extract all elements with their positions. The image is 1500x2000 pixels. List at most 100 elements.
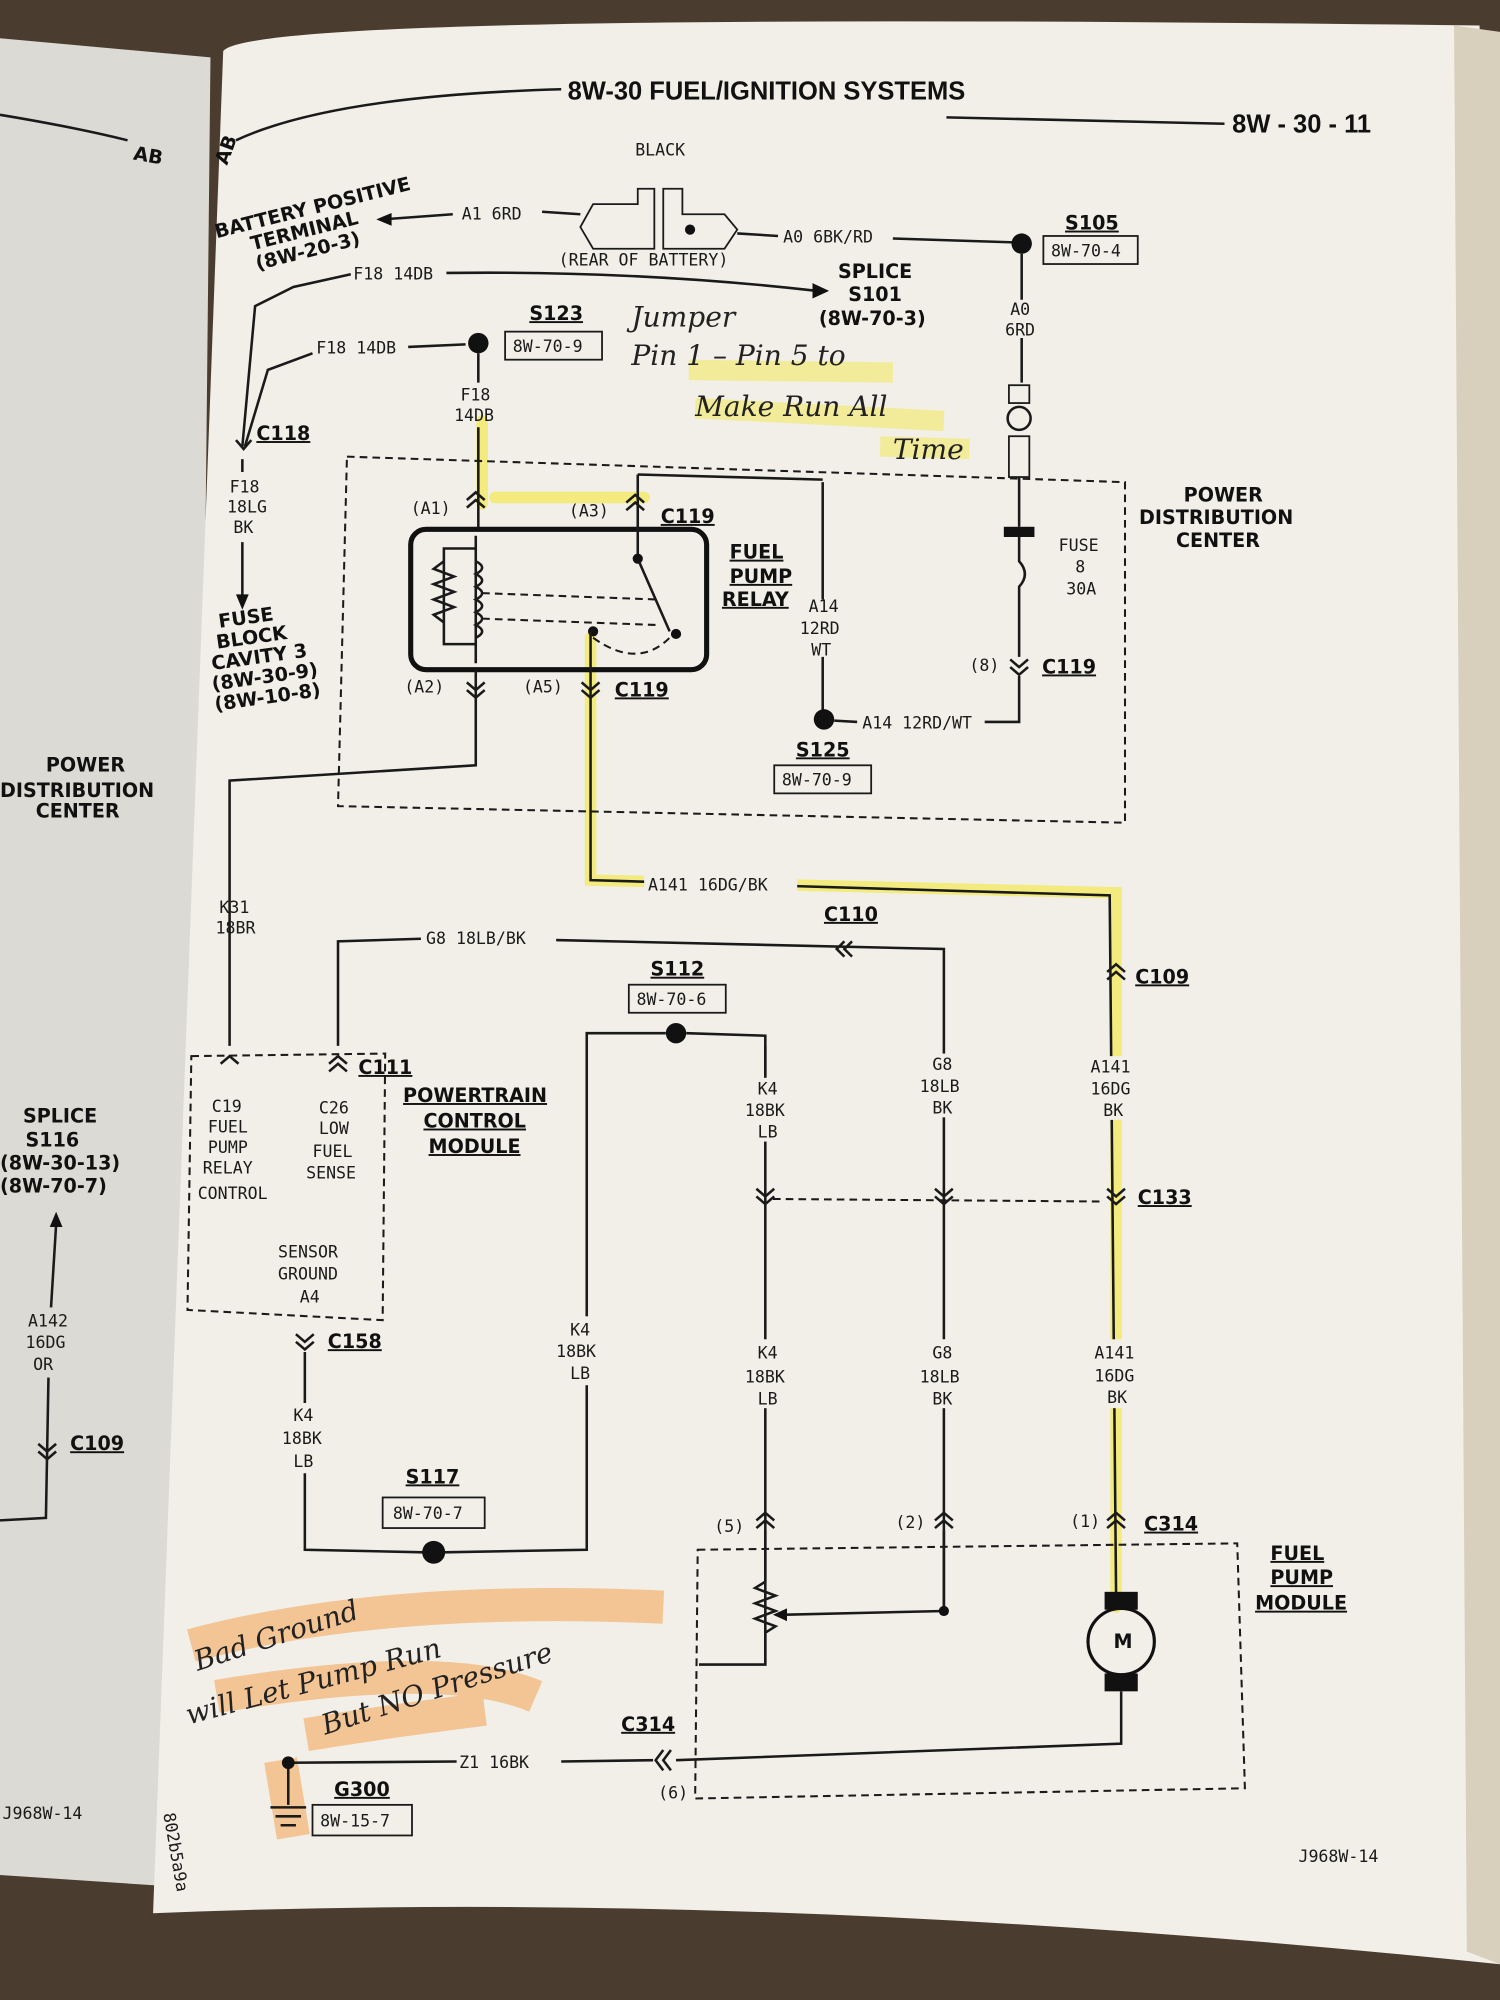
s101-label: (8W-70-3) [819,307,926,330]
footer-code: J968W-14 [1298,1847,1378,1866]
svg-text:SENSOR: SENSOR [278,1243,338,1262]
wire-a141: 16DG [1094,1366,1134,1385]
left-splice-label: SPLICE [23,1104,97,1127]
pin-5: (5) [714,1517,744,1536]
relay-label: PUMP [730,565,793,588]
c119-label: C119 [661,505,715,528]
pcm-sensor-ground: SENSOR GROUND A4 [278,1243,338,1307]
svg-text:FUEL: FUEL [313,1142,353,1161]
splice-s112-dot [665,1022,687,1044]
wire-f18-down: 18LG [227,498,267,517]
svg-text:GROUND: GROUND [278,1264,338,1283]
wire-k4: K4 [293,1406,313,1425]
splice-s125-dot [813,709,835,730]
pcm-label: POWERTRAIN [403,1084,547,1107]
wire-g8: BK [932,1389,952,1408]
pcm-pin-c19: C19 FUEL PUMP RELAY CONTROL [198,1097,268,1203]
right-page [153,21,1500,1965]
s105-label: S105 [1065,212,1119,235]
wire-g8-horiz: G8 18LB/BK [426,929,526,948]
pcm-label: CONTROL [423,1110,526,1133]
c109-label: C109 [1135,965,1189,988]
wire-f18-mid: F18 14DB [316,338,396,357]
page-number: 8W - 30 - 11 [1232,111,1371,139]
c110-label: C110 [824,903,878,926]
wire-g8: 18LB [920,1077,960,1096]
left-splice-label: (8W-70-7) [0,1175,107,1198]
wire-a141: BK [1107,1388,1127,1407]
wire-g8: BK [932,1099,952,1118]
s125-label: S125 [796,738,850,761]
relay-label: FUEL [730,541,784,564]
wire-k4: 18BK [556,1342,596,1361]
svg-text:Make Run All: Make Run All [694,390,887,423]
wire-g8: G8 [932,1055,952,1074]
s123-label: S123 [529,302,583,325]
s112-label: S112 [651,958,705,981]
wire-f18-down: BK [233,518,253,537]
svg-text:Jumper: Jumper [626,301,736,334]
g300-ref: 8W-15-7 [320,1812,390,1831]
s117-label: S117 [406,1465,460,1488]
wire-a141-horiz: A141 16DG/BK [648,875,768,894]
handwritten-note-jumper: Jumper Pin 1 – Pin 5 to Make Run All Tim… [626,301,963,467]
wire-a141: 16DG [1091,1079,1131,1098]
svg-text:CONTROL: CONTROL [198,1184,268,1203]
wire-k4: 18BK [282,1429,322,1448]
c133-label: C133 [1138,1186,1192,1209]
s105-wire-label: 6RD [1005,320,1035,339]
wire-k4: LB [293,1452,313,1471]
fuse-block-label: FUSE BLOCK CAVITY 3 (8W-30-9) (8W-10-8) [210,602,322,715]
pin-a5: (A5) [523,678,563,697]
c314-label: C314 [1144,1513,1198,1536]
pdc-label: CENTER [1176,529,1260,552]
wire-g8: G8 [932,1343,952,1362]
ground-icon [270,1806,307,1827]
pcm-label: MODULE [429,1135,521,1158]
wire-k4: LB [570,1364,590,1383]
battery-color: BLACK [635,141,685,160]
svg-text:A4: A4 [300,1287,320,1306]
left-splice-label: (8W-30-13) [0,1152,120,1175]
pdc-label: DISTRIBUTION [1139,506,1293,529]
c119-label: C119 [615,678,669,701]
svg-text:FUEL: FUEL [208,1118,248,1137]
s101-label: SPLICE [838,260,912,283]
powertrain-control-module-box [186,1052,387,1322]
fuel-pump-module-box [694,1542,1246,1800]
fpm-label: FUEL [1270,1542,1324,1565]
s117-ref: 8W-70-7 [393,1504,463,1523]
wire-a142: A142 [28,1312,68,1331]
wire-a14-label: A14 [809,597,839,616]
s105-wire-label: A0 [1010,300,1030,319]
wire-a141: A141 [1091,1058,1131,1077]
fuel-pump-relay [408,526,710,673]
wire-k31: 18BR [216,919,256,938]
pcm-pin-c26: C26 LOW FUEL SENSE [306,1099,356,1183]
pin-a1: (A1) [411,499,451,518]
splice-s117-dot [422,1540,446,1564]
left-footer-code: J968W-14 [3,1804,83,1823]
splice-s105-dot [1011,233,1032,254]
pin-6: (6) [658,1783,688,1802]
pin-a2: (A2) [404,678,444,697]
svg-text:PUMP: PUMP [208,1138,248,1157]
left-pdc-label: CENTER [36,800,120,823]
wire-a0: A0 6BK/RD [783,227,873,246]
wire-a141: BK [1103,1101,1123,1120]
wire-k31: K31 [219,898,249,917]
svg-text:Pin 1 – Pin 5 to: Pin 1 – Pin 5 to [630,339,845,372]
c119-label: C119 [1042,655,1096,678]
wire-a14-label: 12RD [800,619,840,638]
left-page [0,38,211,1888]
wire-a141: A141 [1094,1343,1134,1362]
pin-8: (8) [969,656,999,675]
fpm-label: PUMP [1270,1566,1333,1589]
left-pdc-label: DISTRIBUTION [0,779,154,802]
wire-k4: LB [758,1389,778,1408]
wire-a1: A1 6RD [462,204,522,223]
pin-2: (2) [895,1513,925,1532]
svg-text:C19: C19 [212,1097,242,1116]
c118-label: C118 [256,422,310,445]
